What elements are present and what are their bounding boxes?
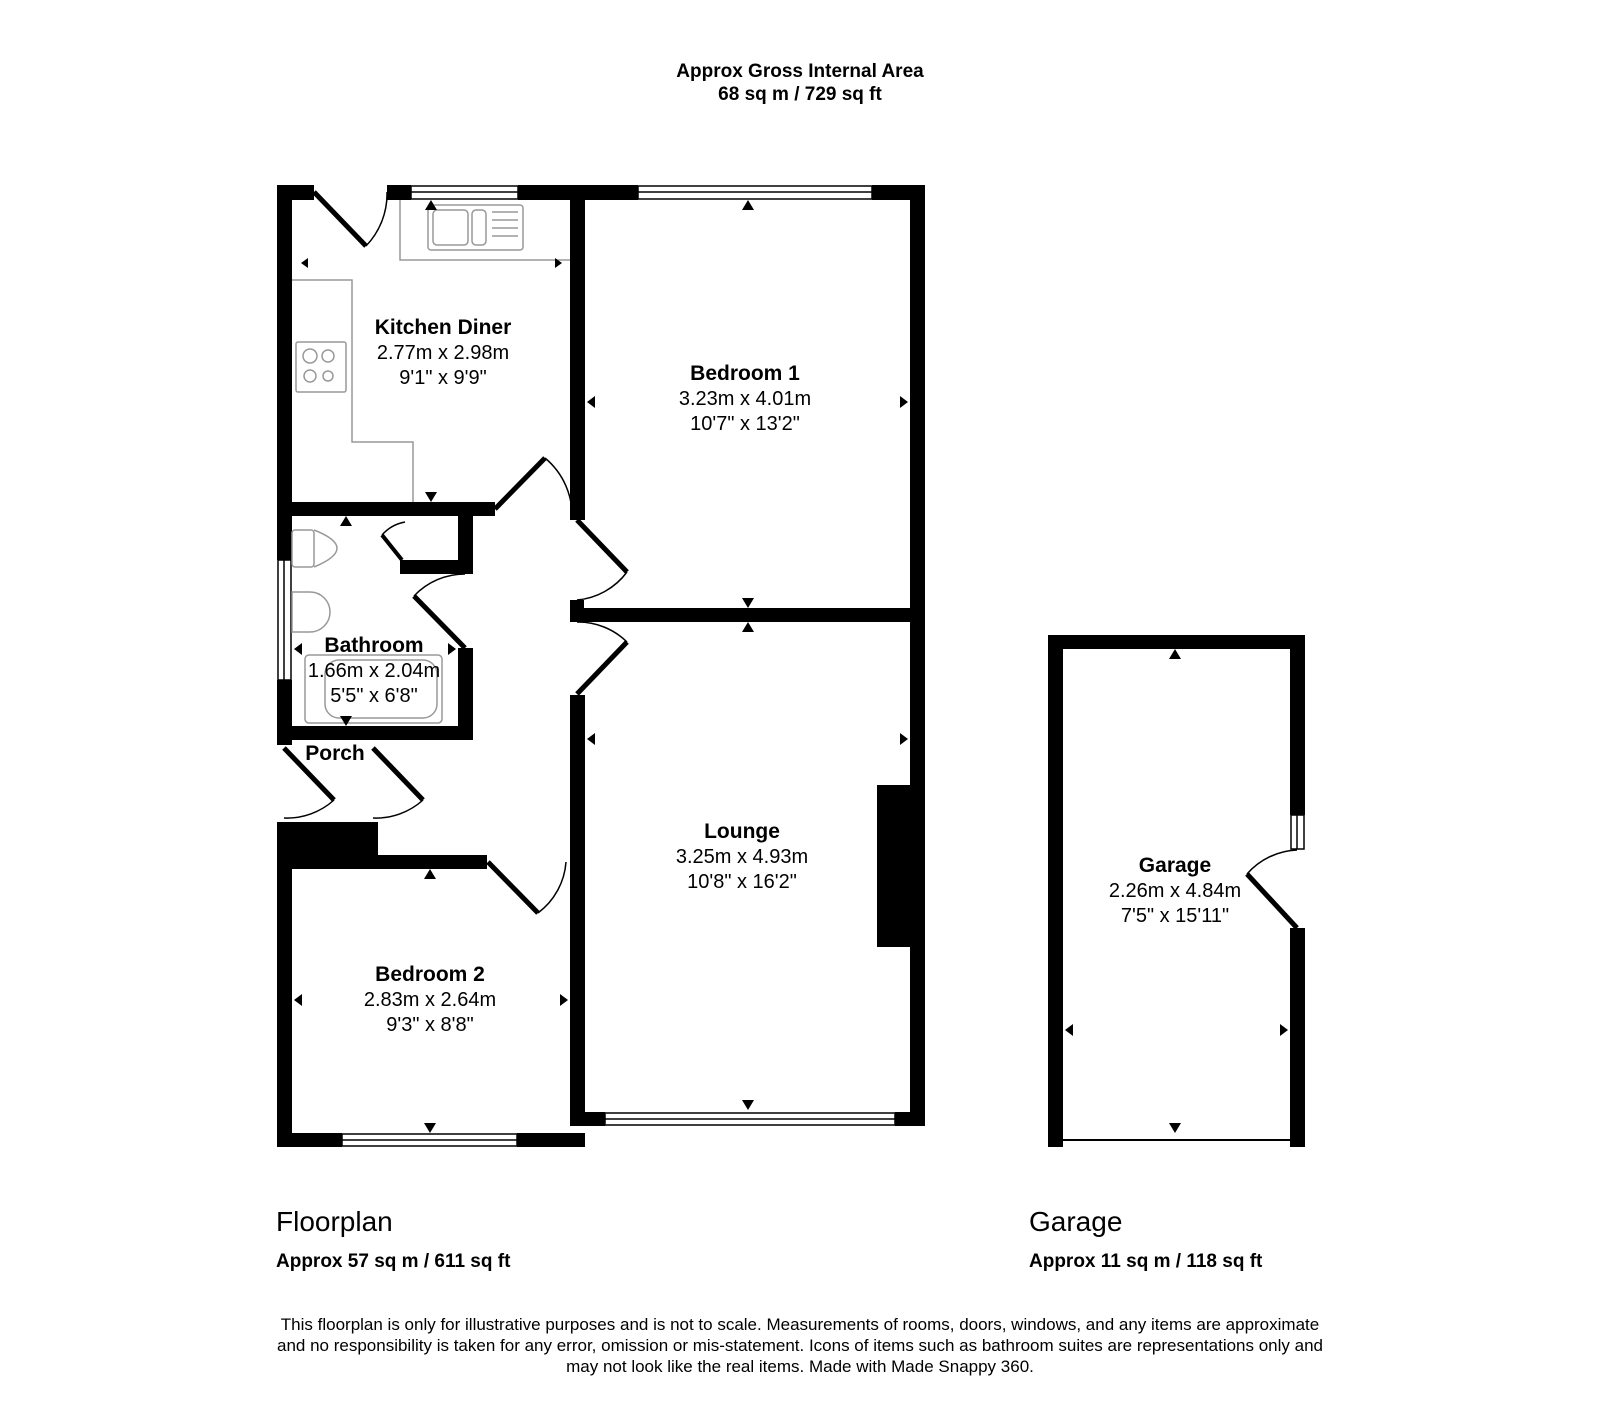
room-name: Kitchen Diner <box>374 316 512 339</box>
doors <box>282 190 1299 930</box>
room-name: Bedroom 1 <box>690 362 800 385</box>
gross-area-header: Approx Gross Internal Area 68 sq m / 729… <box>0 60 1600 106</box>
room-dim-imperial: 5'5" x 6'8" <box>330 685 418 707</box>
room-bathroom: Bathroom 1.66m x 2.04m 5'5" x 6'8" <box>308 633 440 709</box>
room-dim-metric: 2.83m x 2.64m <box>363 989 497 1011</box>
floorplan-title: Floorplan <box>276 1206 393 1237</box>
room-kitchen-diner: Kitchen Diner 2.77m x 2.98m 9'1" x 9'9" <box>375 315 512 391</box>
washbasin-icon <box>291 591 331 633</box>
room-porch: Porch <box>305 741 365 767</box>
hob-icon <box>295 341 347 393</box>
floorplan-area: Approx 57 sq m / 611 sq ft <box>276 1251 511 1272</box>
room-dim-metric: 3.25m x 4.93m <box>675 846 809 868</box>
sink-icon <box>427 204 524 251</box>
disclaimer-line-1: This floorplan is only for illustrative … <box>280 1315 1320 1334</box>
room-bedroom-2: Bedroom 2 2.83m x 2.64m 9'3" x 8'8" <box>364 962 496 1038</box>
room-dim-imperial: 10'7" x 13'2" <box>690 413 800 435</box>
disclaimer-line-2: and no responsibility is taken for any e… <box>277 1336 1323 1355</box>
measurement-arrows <box>294 200 1288 1133</box>
fixtures <box>291 200 570 724</box>
garage-section: Garage Approx 11 sq m / 118 sq ft <box>1029 1206 1262 1273</box>
room-dim-imperial: 7'5" x 15'11" <box>1120 905 1230 927</box>
bath-icon <box>304 654 443 724</box>
room-dim-metric: 3.23m x 4.01m <box>678 388 812 410</box>
garage-area: Approx 11 sq m / 118 sq ft <box>1029 1251 1263 1272</box>
room-name: Porch <box>305 742 365 765</box>
garage-title: Garage <box>1029 1206 1123 1237</box>
room-dim-metric: 2.26m x 4.84m <box>1108 880 1242 902</box>
room-dim-imperial: 10'8" x 16'2" <box>687 871 797 893</box>
room-name: Garage <box>1138 854 1212 877</box>
disclaimer-line-3: may not look like the real items. Made w… <box>566 1357 1034 1376</box>
walls <box>277 185 1305 1147</box>
room-garage: Garage 2.26m x 4.84m 7'5" x 15'11" <box>1109 853 1241 929</box>
windows <box>277 185 1305 1147</box>
room-name: Bathroom <box>324 634 424 657</box>
room-dim-imperial: 9'3" x 8'8" <box>386 1014 474 1036</box>
room-bedroom-1: Bedroom 1 3.23m x 4.01m 10'7" x 13'2" <box>679 361 811 437</box>
room-name: Bedroom 2 <box>375 963 485 986</box>
room-dim-imperial: 9'1" x 9'9" <box>399 367 487 389</box>
disclaimer: This floorplan is only for illustrative … <box>0 1314 1600 1377</box>
gross-area-title: Approx Gross Internal Area <box>676 61 924 82</box>
room-lounge: Lounge 3.25m x 4.93m 10'8" x 16'2" <box>676 819 808 895</box>
toilet-icon <box>291 529 315 568</box>
room-dim-metric: 2.77m x 2.98m <box>376 342 510 364</box>
room-dim-metric: 1.66m x 2.04m <box>307 660 441 682</box>
room-name: Lounge <box>704 820 780 843</box>
floorplan-section: Floorplan Approx 57 sq m / 611 sq ft <box>276 1206 510 1273</box>
gross-area-value: 68 sq m / 729 sq ft <box>718 84 882 105</box>
